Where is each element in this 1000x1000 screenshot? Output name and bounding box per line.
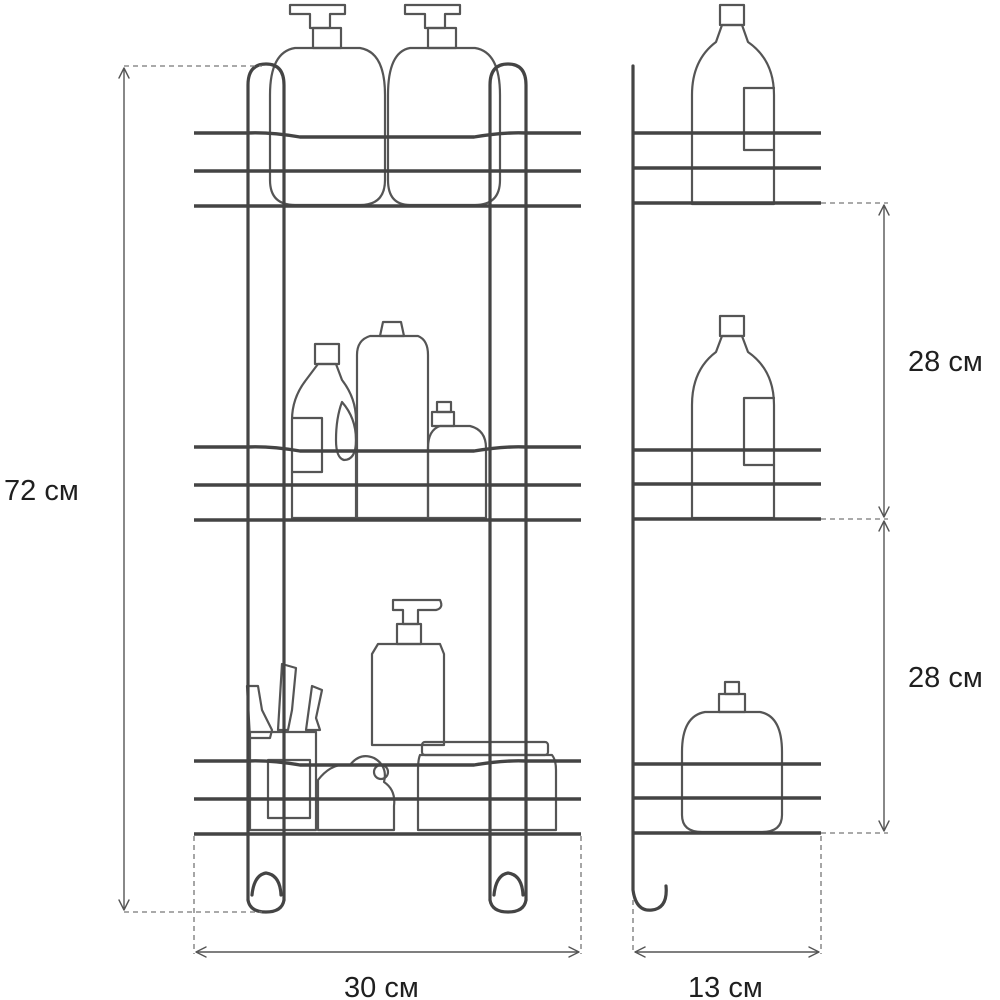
depth-dimension xyxy=(632,836,822,958)
upper-gap-dimension xyxy=(821,202,890,520)
side-bottle-top xyxy=(690,3,776,206)
cream-jar xyxy=(416,740,558,832)
side-view xyxy=(631,3,821,912)
side-perfume-bottle xyxy=(680,680,784,834)
width-dimension xyxy=(193,836,582,958)
soap-dispenser-left xyxy=(268,3,387,207)
front-view xyxy=(194,3,581,914)
height-dimension xyxy=(118,65,262,913)
front-shelf-top xyxy=(194,131,581,208)
height-label: 72 см xyxy=(4,475,79,507)
lower-gap-dimension xyxy=(821,520,890,834)
side-bottle-middle xyxy=(690,314,776,520)
detergent-bottle xyxy=(290,342,358,520)
width-label: 30 см xyxy=(344,972,419,1000)
side-shelf-bottom xyxy=(633,762,821,835)
upper-gap-label: 28 см xyxy=(908,346,983,378)
side-frame-upright xyxy=(631,64,668,912)
depth-label: 13 см xyxy=(688,972,763,1000)
front-shelf-middle xyxy=(194,445,581,522)
lower-gap-label: 28 см xyxy=(908,662,983,694)
front-shelf-bottom xyxy=(194,759,581,836)
side-shelf-top xyxy=(633,131,821,205)
soap-dispenser-right xyxy=(386,3,502,207)
side-shelf-middle xyxy=(633,448,821,521)
shampoo-bottle xyxy=(355,320,430,520)
liquid-soap-pump xyxy=(370,598,446,747)
rubber-duck xyxy=(316,755,396,832)
perfume-bottle-small xyxy=(426,400,488,520)
front-frame-uprights xyxy=(246,62,528,914)
